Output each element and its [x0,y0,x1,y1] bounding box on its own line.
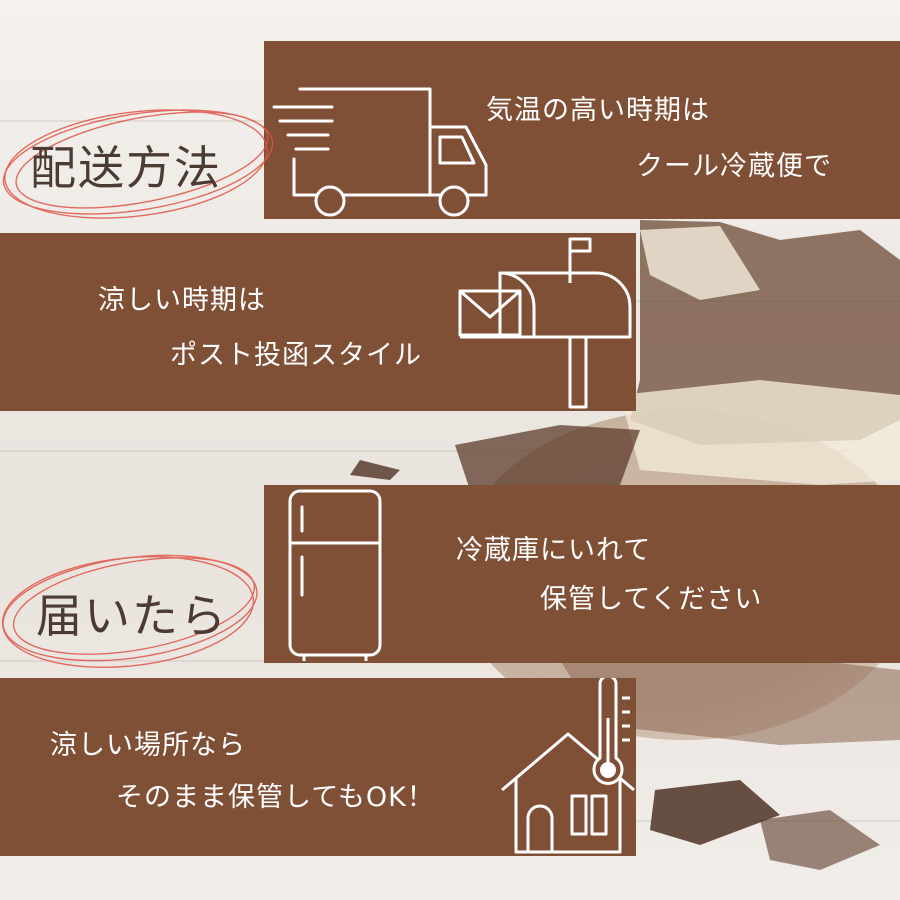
panel-cool-delivery: 気温の高い時期は クール冷蔵便で [264,41,900,219]
panel-line: 涼しい場所なら [50,730,246,761]
fridge-icon [288,489,382,661]
panel-line: ポスト投函スタイル [170,340,422,371]
panel-line: クール冷蔵便で [636,151,832,182]
panel-line: 保管してください [540,584,763,615]
panel-line: そのまま保管してもOK！ [116,782,435,813]
red-swirl-arrival [1,554,258,668]
panel-post-delivery: 涼しい時期は ポスト投函スタイル [0,233,636,411]
mailbox-icon [458,237,632,409]
truck-icon [272,87,488,217]
house-thermometer-icon [501,678,635,854]
red-swirl-delivery [2,109,274,219]
panel-line: 冷蔵庫にいれて [456,535,652,566]
panel-line: 気温の高い時期は [486,95,710,126]
panel-room-temp: 涼しい場所なら そのまま保管してもOK！ [0,678,636,856]
label-upon-arrival: 届いたら [36,589,228,643]
panel-line: 涼しい時期は [98,285,266,316]
label-delivery-method: 配送方法 [30,141,222,195]
panel-refrigerate: 冷蔵庫にいれて 保管してください [264,485,900,663]
